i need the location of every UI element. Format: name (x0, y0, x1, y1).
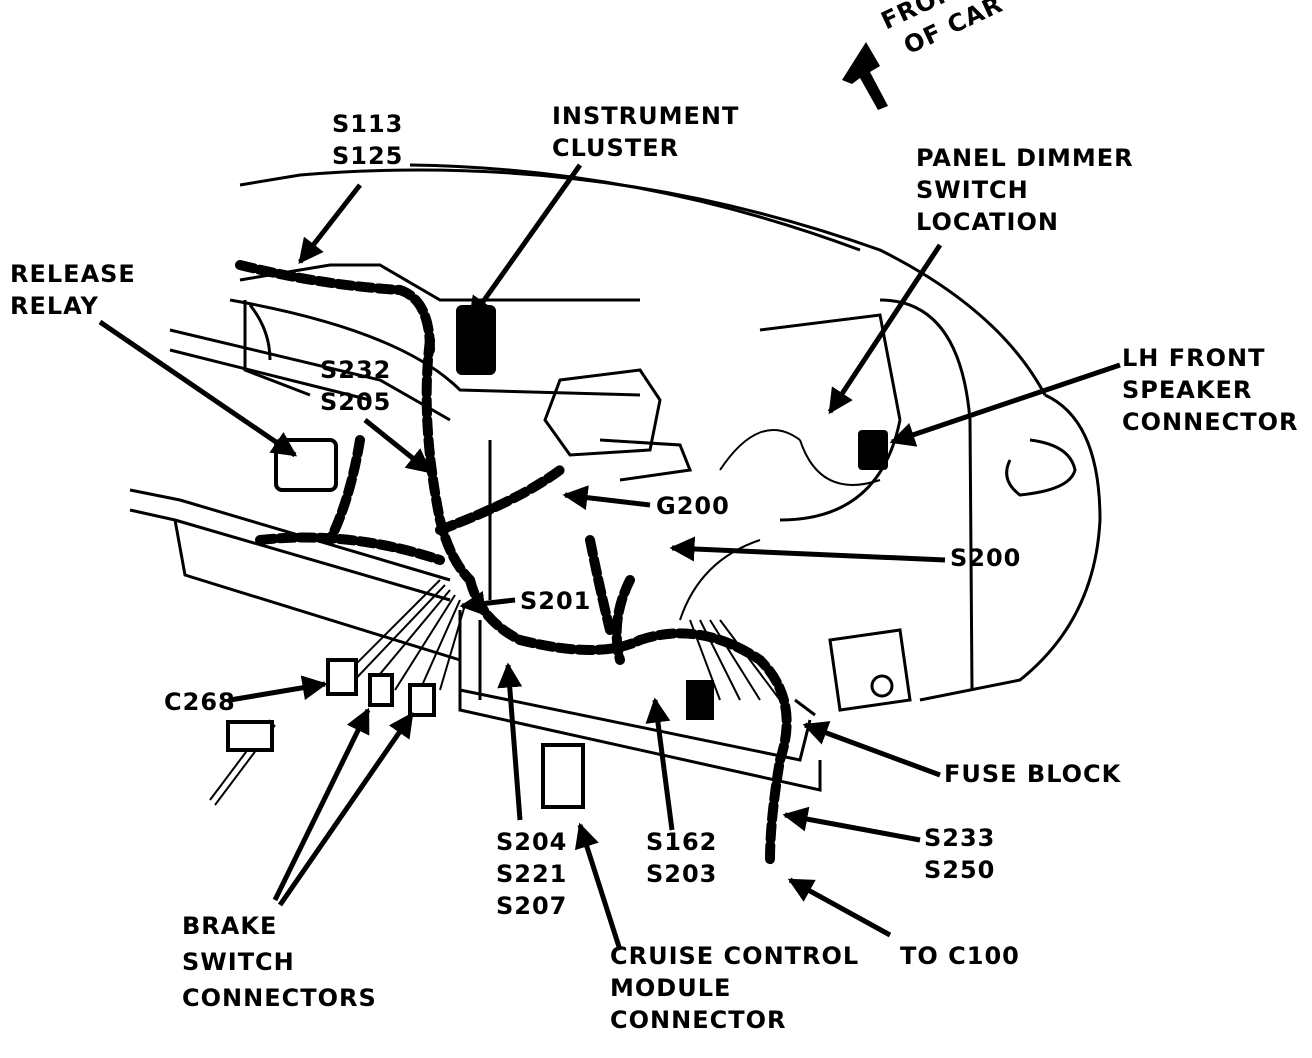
release-relay-label: RELEASE RELAY (10, 260, 136, 320)
wire-harness (235, 260, 792, 865)
c268-label: C268 (164, 688, 236, 716)
g200-label: G200 (656, 492, 730, 520)
cruise-module-connector (541, 743, 585, 809)
cruise-control-module-connector-label: CRUISE CONTROL MODULE CONNECTOR (610, 942, 860, 1034)
dashboard-outline (169, 163, 1102, 702)
c268-connector (326, 658, 358, 696)
lh-front-speaker-label: LH FRONT SPEAKER CONNECTOR (1122, 344, 1299, 436)
panel-dimmer-switch-label: PANEL DIMMER SWITCH LOCATION (916, 144, 1134, 236)
s232-s205-label: S232 S205 (320, 356, 392, 416)
leader-arrows (98, 163, 1121, 951)
brake-switch-connectors-label: BRAKE SWITCH CONNECTORS (182, 912, 377, 1012)
to-c100-label: TO C100 (900, 942, 1020, 970)
front-direction-arrow (842, 42, 888, 110)
center-frame (458, 368, 912, 792)
speaker-connector (858, 430, 888, 470)
s113-s125-label: S113 S125 (332, 110, 404, 170)
fuse-block-plug (686, 680, 714, 720)
s204-s221-s207-label: S204 S221 S207 (496, 828, 568, 920)
s200-label: S200 (950, 544, 1022, 572)
fuse-block-label: FUSE BLOCK (944, 760, 1122, 788)
instrument-cluster-label: INSTRUMENT CLUSTER (552, 102, 740, 162)
s201-label: S201 (520, 587, 592, 615)
left-bracket (129, 300, 461, 662)
instrument-cluster-connector (456, 305, 496, 375)
wire-fans (209, 429, 881, 806)
small-connector (226, 720, 274, 752)
brake-switch-connector-b (408, 683, 436, 717)
s233-s250-label: S233 S250 (924, 824, 996, 884)
brake-switch-connector-a (368, 673, 394, 707)
s162-s203-label: S162 S203 (646, 828, 718, 888)
